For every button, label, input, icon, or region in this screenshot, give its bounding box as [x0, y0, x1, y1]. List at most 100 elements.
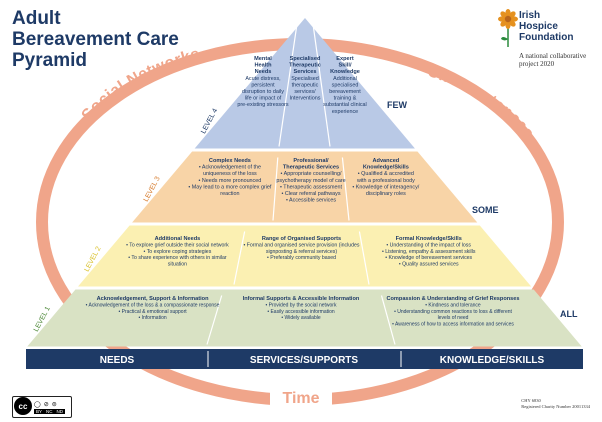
tier-divider: [233, 231, 246, 285]
cc-label-nd: ND: [56, 408, 64, 414]
column-body-line: services/: [294, 89, 316, 95]
column-body-line: • Widely available: [281, 315, 320, 321]
tier-level-3-column-1: Complex Needs• Acknowledgement of theuni…: [188, 158, 272, 197]
column-body-line: Specialised: [291, 76, 319, 82]
column-body-line: • Easily accessible information: [267, 309, 335, 315]
column-heading: Mental: [254, 56, 272, 62]
column-heading: Acknowledgement, Support & Information: [97, 296, 209, 302]
column-body-line: specialised: [332, 82, 359, 88]
column-body-line: disciplinary roles: [366, 191, 406, 197]
scale-label-all: ALL: [560, 309, 578, 319]
tier-level-2-column-2: Range of Organised Supports• Formal and …: [244, 236, 360, 261]
tier-level-2-column-1: Additional Needs• To explore grief outsi…: [126, 236, 229, 268]
column-heading: Compassion & Understanding of Grief Resp…: [386, 296, 519, 302]
column-heading: Professional/: [293, 158, 329, 164]
scale-label-few: FEW: [387, 100, 408, 110]
column-heading: Range of Organised Supports: [262, 236, 341, 242]
column-body-line: • To share experience with others in sim…: [128, 255, 227, 261]
column-body-line: bereavement: [329, 89, 361, 95]
tier-divider: [206, 295, 223, 345]
ring-label-circumstances: Circumstances: [425, 63, 537, 142]
tier-level-1-column-3: Compassion & Understanding of Grief Resp…: [386, 296, 519, 328]
column-body-line: • Therapeutic assessment: [280, 184, 343, 190]
column-body-line: • Information: [138, 315, 166, 321]
column-body-line: Interventions: [290, 96, 321, 102]
title-line-2: Bereavement Care: [12, 29, 179, 50]
cc-logo-icon: cc: [14, 397, 32, 415]
tier-level-1-column-1: Acknowledgement, Support & Information• …: [86, 296, 220, 321]
column-heading: Knowledge: [330, 69, 360, 75]
column-body-line: substantial clinical: [323, 102, 366, 108]
column-body-line: training &: [334, 96, 357, 102]
column-body-line: uniqueness of the loss: [203, 171, 257, 177]
column-heading: Skill/: [338, 63, 352, 69]
column-body-line: • Quality assured services: [399, 262, 459, 268]
tier-divider: [272, 157, 279, 221]
creative-commons-badge: cc ◯ ⊘ ⊜ BY NC ND: [12, 396, 72, 418]
tier-divider: [341, 157, 350, 221]
cc-label-by: BY: [36, 408, 43, 414]
svg-text:Circumstances: Circumstances: [425, 63, 537, 142]
tier-level-4-column-2: SpecialisedTherapeuticServicesSpecialise…: [289, 56, 321, 102]
tier-level-2-column-3: Formal Knowledge/Skills• Understanding o…: [382, 236, 476, 268]
column-body-line: signposting & referral services): [266, 249, 337, 255]
column-heading: Advanced: [372, 158, 399, 164]
tier-level-2: [77, 225, 532, 287]
footer-label-services: SERVICES/SUPPORTS: [250, 355, 359, 366]
org-subtitle-line-1: A national collaborative: [519, 52, 587, 60]
column-body-line: • Provided by the social network: [266, 302, 337, 308]
column-body-line: Additional: [333, 76, 357, 82]
column-body-line: • Kindness and tolerance: [425, 302, 481, 308]
column-body-line: • Accessible services: [286, 198, 336, 204]
tier-level-1-column-2: Informal Supports & Accessible Informati…: [243, 296, 360, 321]
column-heading: Therapeutic Services: [283, 165, 339, 171]
column-heading: Knowledge/Skills: [363, 165, 409, 171]
footer-label-needs: NEEDS: [100, 355, 135, 366]
svg-text:Social Networks: Social Networks: [79, 45, 202, 124]
column-body-line: • Qualified & accredited: [358, 171, 414, 177]
tier-level-3-column-2: Professional/Therapeutic Services• Appro…: [276, 158, 345, 204]
column-body-line: • Practical & emotional support: [118, 309, 187, 315]
column-heading: Therapeutic: [289, 63, 321, 69]
column-body-line: • To explore grief outside their social …: [126, 242, 229, 248]
footer-label-knowledge: KNOWLEDGE/SKILLS: [440, 355, 545, 366]
tier-level-1: [27, 289, 582, 347]
tier-divider: [380, 295, 396, 345]
column-heading: Expert: [336, 56, 354, 62]
sunflower-logo-icon: [498, 9, 518, 47]
tier-divider: [312, 23, 331, 147]
footer-bar: NEEDS SERVICES/SUPPORTS KNOWLEDGE/SKILLS: [26, 349, 583, 369]
cc-label-nc: NC: [46, 408, 53, 414]
column-body-line: • May lead to a more complex grief: [188, 184, 272, 190]
column-body-line: disruption to daily: [242, 89, 284, 95]
charity-note-line-2: Registered Charity Number 20011334: [521, 404, 590, 409]
column-body-line: pre-existing stressors: [237, 102, 289, 108]
column-heading: Services: [293, 69, 316, 75]
column-body-line: • Clear referral pathways: [281, 191, 340, 197]
org-name-line-2: Hospice: [519, 21, 558, 32]
column-body-line: • Understanding of the impact of loss: [386, 242, 471, 248]
column-body-line: • Acknowledgement of the: [199, 165, 261, 171]
title-line-1: Adult: [12, 8, 61, 29]
tier-divider: [278, 23, 298, 147]
column-body-line: • Appropriate counselling/: [281, 171, 342, 177]
column-body-line: therapeutic: [292, 82, 319, 88]
column-body-line: psychotherapy model of care: [276, 178, 345, 184]
column-body-line: Acute distress,: [245, 76, 281, 82]
attribution-icon: ◯: [34, 401, 41, 408]
column-body-line: reaction: [220, 191, 239, 197]
org-name: Irish Hospice Foundation: [519, 10, 601, 43]
column-body-line: persistent: [251, 82, 275, 88]
column-body-line: • Understanding common reactions to loss…: [394, 309, 512, 315]
tier-level-3: [132, 151, 478, 223]
column-body-line: • Formal and organised service provision…: [244, 242, 360, 248]
column-body-line: • Acknowledgement of the loss & a compas…: [86, 302, 220, 308]
column-body-line: with a professional body: [356, 178, 415, 184]
org-name-line-1: Irish: [519, 10, 541, 21]
ring-label-social-networks: Social Networks: [79, 45, 202, 124]
column-heading: Additional Needs: [155, 236, 201, 242]
charity-note: CHY 6830 Registered Charity Number 20011…: [521, 398, 590, 410]
